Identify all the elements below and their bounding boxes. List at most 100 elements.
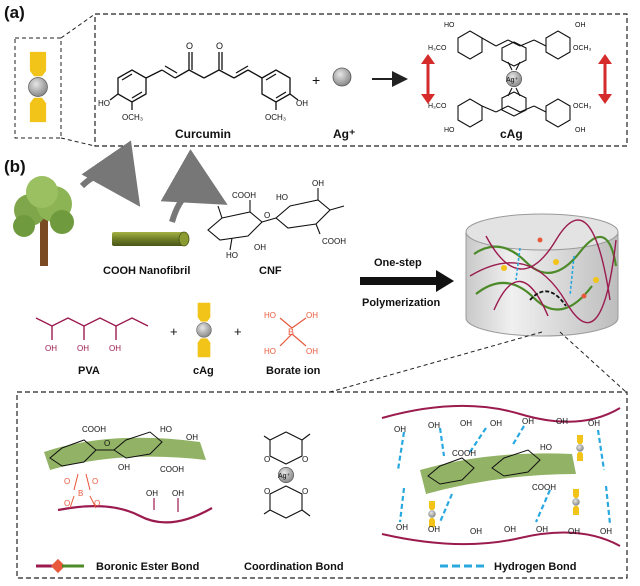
pva-oh-3: OH: [109, 344, 121, 353]
borate-ho-bottom: HO: [264, 347, 276, 356]
legend-hydrogen-label: Hydrogen Bond: [494, 561, 577, 573]
be-o-a: O: [64, 477, 70, 486]
cnf-structure: [207, 188, 345, 251]
tree-icon: [13, 176, 74, 266]
hb-oh-4: OH: [490, 419, 502, 428]
cag-oh-bottom: OH: [575, 127, 586, 134]
zoom-line-b-left: [329, 331, 543, 393]
curcumin-label: Curcumin: [175, 127, 231, 141]
plus-sign-b1: +: [170, 324, 178, 339]
hb-ho-1: HO: [540, 443, 552, 452]
hb-oh-14: OH: [600, 527, 612, 536]
cag-complex-ag-label: Ag⁺: [506, 77, 519, 84]
coord-o-1: O: [264, 455, 270, 464]
pva-oh-2: OH: [77, 344, 89, 353]
legend-boronic-swatch: [36, 558, 84, 574]
curved-arrow-1: [79, 140, 141, 207]
cnf-label: CNF: [259, 265, 282, 277]
step-text-2: Polymerization: [362, 297, 441, 309]
curved-arrow-2: [160, 149, 228, 223]
cag-label-b: cAg: [193, 365, 214, 377]
panel-a-label: (a): [4, 3, 25, 22]
borate-oh-bottom: OH: [306, 347, 318, 356]
cag-complex-structure: [457, 30, 571, 128]
cnf-cooh-right: COOH: [322, 237, 346, 246]
be-oh-1: OH: [186, 433, 198, 442]
cag-icon: [28, 51, 48, 123]
step-arrow-shaft: [360, 277, 438, 285]
be-oh-3: OH: [146, 489, 158, 498]
pva-oh-1: OH: [45, 344, 57, 353]
hb-cooh-2: COOH: [532, 483, 556, 492]
be-o-b: O: [92, 477, 98, 486]
be-b: B: [78, 489, 83, 498]
hb-oh-1: OH: [394, 425, 406, 434]
borate-oh-top: OH: [306, 311, 318, 320]
hydrogel-cylinder: [465, 213, 619, 337]
cag-h3co-bottom: H₃CO: [428, 103, 447, 110]
hb-cooh-1: COOH: [452, 449, 476, 458]
hb-oh-2: OH: [428, 421, 440, 430]
cnf-ho-low: HO: [226, 251, 238, 260]
hb-oh-3: OH: [460, 419, 472, 428]
curcumin-o-left: O: [186, 41, 193, 51]
hb-oh-12: OH: [536, 525, 548, 534]
curcumin-och3-left: OCH₃: [122, 113, 143, 122]
cag-och3-bottom: OCH₃: [573, 103, 592, 110]
panel-a-box: [94, 13, 628, 147]
be-oh-2: OH: [118, 463, 130, 472]
cnf-ho-mid: HO: [276, 193, 288, 202]
step-text-1: One-step: [374, 257, 422, 269]
pva-label: PVA: [78, 365, 100, 377]
cnf-cooh-top: COOH: [232, 191, 256, 200]
zoom-line-bottom: [60, 137, 96, 147]
cag-oh-top: OH: [575, 22, 586, 29]
cag-ho-bottom: HO: [444, 127, 455, 134]
red-arrow-right: [598, 54, 612, 104]
borate-ho-top: HO: [264, 311, 276, 320]
legend-coordination-label: Coordination Bond: [244, 561, 344, 573]
ag-ion-sphere: [332, 67, 352, 87]
coord-o-4: O: [302, 487, 308, 496]
step-arrow-head: [436, 270, 454, 292]
be-oh-4: OH: [172, 489, 184, 498]
plus-sign-a: +: [312, 72, 320, 88]
cnf-oh-low: OH: [254, 243, 266, 252]
cag-complex-label: cAg: [500, 127, 523, 141]
cnf-oh-top: OH: [312, 179, 324, 188]
be-o-c: O: [64, 499, 70, 508]
coord-ag-label: Ag⁺: [278, 473, 291, 480]
legend-boronic-label: Boronic Ester Bond: [96, 561, 199, 573]
hb-oh-6: OH: [556, 417, 568, 426]
red-arrow-left: [421, 54, 435, 104]
coord-o-3: O: [264, 487, 270, 496]
curcumin-o-right: O: [216, 41, 223, 51]
hb-oh-8: OH: [396, 523, 408, 532]
zoom-line-top: [60, 13, 96, 39]
hb-oh-5: OH: [522, 417, 534, 426]
bonding-detail-box: [16, 391, 628, 579]
hydrogen-bond-detail: [381, 404, 621, 547]
hb-oh-10: OH: [470, 527, 482, 536]
cag-ho-top: HO: [444, 22, 455, 29]
zoom-line-b-right: [559, 331, 627, 393]
ag-ion-label: Ag⁺: [333, 127, 355, 141]
coord-o-2: O: [302, 455, 308, 464]
nanofibril-rod: [112, 231, 190, 247]
borate-structure: [279, 317, 307, 347]
hb-oh-11: OH: [504, 525, 516, 534]
cag-icon-box: [14, 37, 62, 139]
hb-oh-13: OH: [568, 527, 580, 536]
be-o-1: O: [104, 439, 110, 448]
cnf-o-link: O: [264, 211, 270, 220]
cag-h3co-top: H₃CO: [428, 45, 447, 52]
nanofibril-label: COOH Nanofibril: [103, 265, 190, 277]
curcumin-structure: [109, 52, 299, 110]
boronic-ester-detail: [44, 431, 213, 524]
coordination-detail: [263, 431, 311, 519]
hb-oh-7: OH: [588, 419, 600, 428]
plus-sign-b2: +: [234, 324, 242, 339]
hb-oh-9: OH: [428, 525, 440, 534]
panel-b-label: (b): [4, 157, 26, 176]
